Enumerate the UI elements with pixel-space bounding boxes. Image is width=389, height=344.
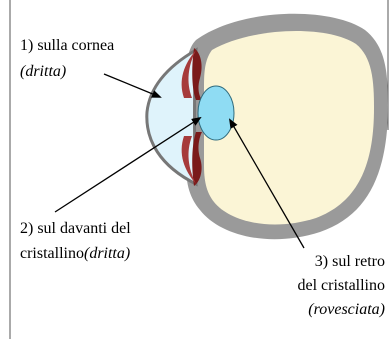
crystalline-lens	[198, 86, 234, 140]
label-cornea: 1) sulla cornea	[20, 36, 114, 56]
label-front-lens-word: cristallino	[20, 245, 84, 262]
label-back-lens: 3) sul retro	[315, 252, 385, 272]
label-front-lens-note: (dritta)	[84, 245, 130, 262]
arrow-cornea	[104, 74, 160, 97]
label-front-lens-line2: cristallino(dritta)	[20, 244, 130, 264]
label-back-lens-line2: del cristallino	[297, 276, 385, 296]
label-cornea-note: (dritta)	[20, 62, 66, 82]
label-front-lens: 2) sul davanti del	[20, 219, 131, 239]
label-back-lens-note: (rovesciata)	[308, 300, 385, 320]
